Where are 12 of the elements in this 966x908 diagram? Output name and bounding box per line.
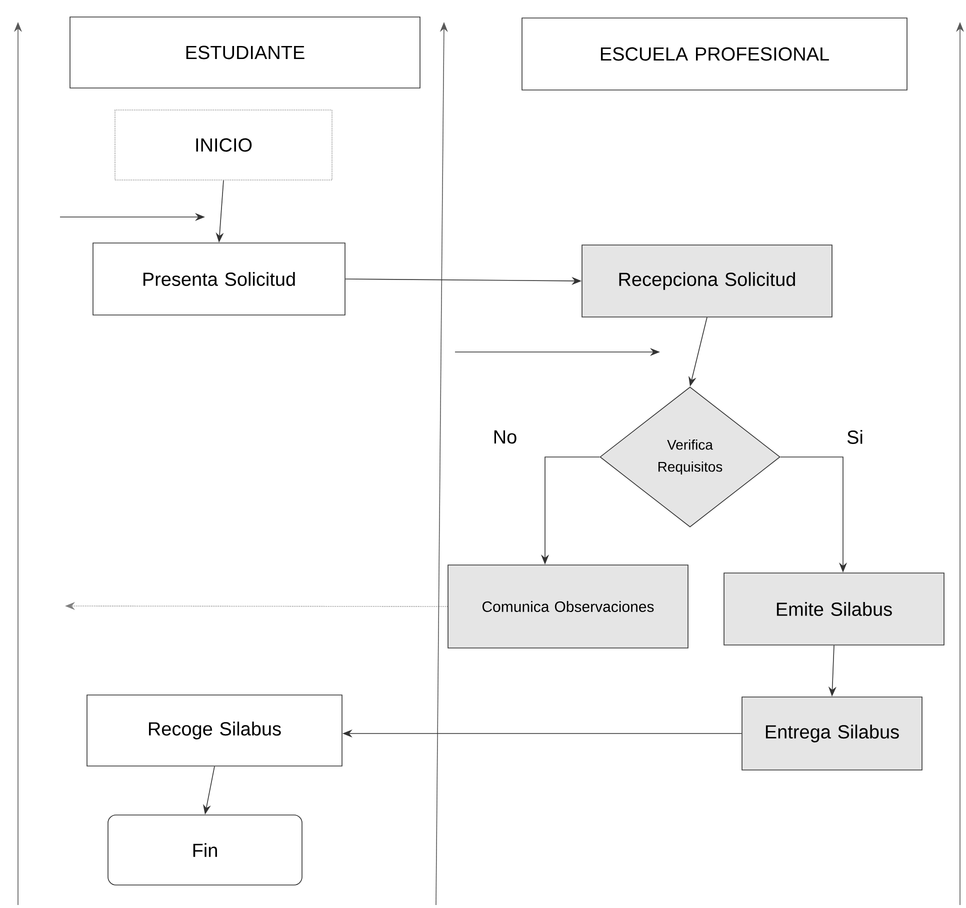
process-box: Recepciona Solicitud — [582, 244, 832, 318]
edge-label: No — [490, 428, 520, 446]
end-box: Fin — [108, 814, 302, 886]
process-box: Comunica Observaciones — [448, 564, 688, 648]
process-box: Recoge Silabus — [86, 694, 342, 766]
lane-header: ESCUELA PROFESIONAL — [522, 18, 908, 90]
process-box: Entrega Silabus — [742, 696, 922, 770]
process-box: Presenta Solicitud — [92, 242, 346, 316]
process-box: Emite Silabus — [724, 572, 944, 646]
start-box: INICIO — [114, 110, 332, 180]
edge-label: Si — [844, 428, 866, 446]
lane-header: ESTUDIANTE — [70, 16, 420, 88]
